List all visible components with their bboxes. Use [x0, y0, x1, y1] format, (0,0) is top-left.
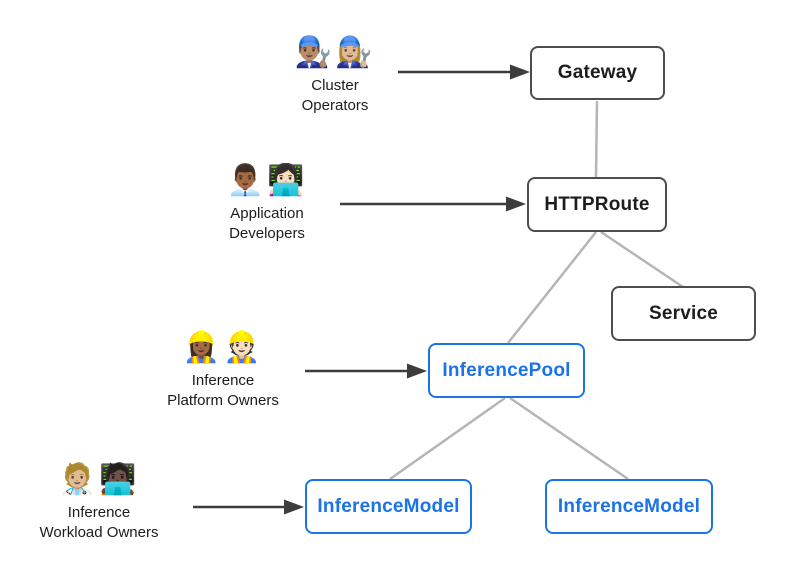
- node-inference-model-right: InferenceModel: [545, 479, 713, 534]
- node-inference-pool: InferencePool: [428, 343, 585, 398]
- node-inference-model-right-label: InferenceModel: [557, 495, 701, 517]
- node-gateway: Gateway: [530, 46, 665, 100]
- application-developers-emoji: 👨🏾‍💼👩🏻‍💻: [226, 164, 308, 197]
- edge-inferencepool-inferencemodel-left: [389, 396, 506, 481]
- arrow-application-developers-httproute: [340, 196, 526, 212]
- arrow-workload-owners-inferencemodel: [193, 499, 304, 515]
- node-httproute-label: HTTPRoute: [544, 193, 650, 215]
- node-inference-model-left: InferenceModel: [305, 479, 472, 534]
- edge-inferencepool-inferencemodel-right: [509, 396, 629, 481]
- node-service-label: Service: [648, 302, 718, 324]
- persona-application-developers: 👨🏾‍💼👩🏻‍💻 Application Developers: [187, 164, 347, 244]
- arrow-cluster-operators-gateway: [398, 64, 530, 80]
- edge-gateway-httproute: [594, 100, 599, 178]
- inference-workload-owners-label: Inference Workload Owners: [39, 503, 159, 541]
- node-httproute: HTTPRoute: [527, 177, 667, 232]
- persona-inference-workload-owners: 🧑🏼‍⚕️🧑🏿‍💻 Inference Workload Owners: [9, 463, 189, 543]
- cluster-operators-label: Cluster Operators: [301, 76, 369, 114]
- node-service: Service: [611, 286, 756, 341]
- persona-inference-platform-owners: 👷🏾‍♀️👷🏻 Inference Platform Owners: [133, 331, 313, 411]
- application-developers-label: Application Developers: [229, 204, 305, 242]
- node-inference-model-left-label: InferenceModel: [317, 495, 460, 517]
- edge-httproute-service: [600, 230, 684, 289]
- arrow-platform-owners-inferencepool: [305, 363, 427, 379]
- inference-platform-owners-emoji: 👷🏾‍♀️👷🏻: [182, 331, 264, 364]
- node-inference-pool-label: InferencePool: [442, 359, 571, 381]
- inference-platform-owners-label: Inference Platform Owners: [167, 371, 279, 409]
- node-gateway-label: Gateway: [557, 62, 638, 83]
- edge-httproute-inferencepool: [507, 231, 597, 344]
- cluster-operators-emoji: 👨🏽‍🔧👩🏼‍🔧: [294, 36, 376, 69]
- persona-cluster-operators: 👨🏽‍🔧👩🏼‍🔧 Cluster Operators: [255, 36, 415, 116]
- inference-workload-owners-emoji: 🧑🏼‍⚕️🧑🏿‍💻: [58, 463, 140, 496]
